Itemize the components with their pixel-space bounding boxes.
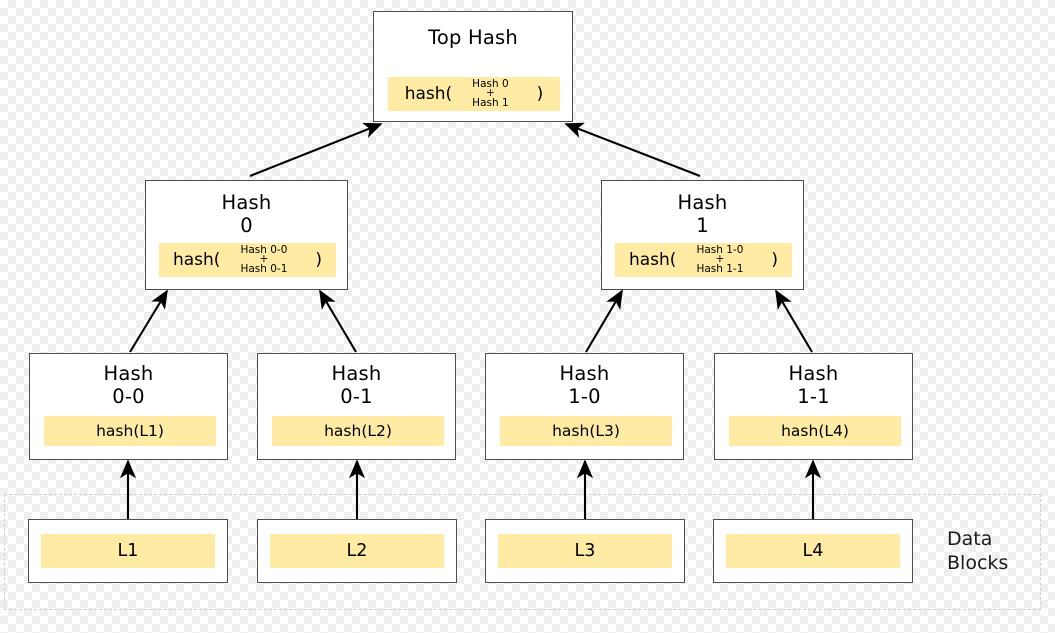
node-hash-0-0[interactable]: Hash 0-0 hash(L1) xyxy=(29,353,228,460)
hash-fn-open: hash( xyxy=(172,250,221,270)
node-top-hash-title: Top Hash xyxy=(428,26,518,49)
node-hash-0-title: Hash 0 xyxy=(221,191,272,237)
data-block-l3[interactable]: L3 xyxy=(485,519,685,583)
node-hash-1-1-expression: hash(L4) xyxy=(729,416,901,446)
edge-hash00-to-hash0 xyxy=(129,289,168,353)
hash-fn-close: ) xyxy=(771,250,779,270)
operand-top: Hash 0-0 xyxy=(240,243,288,256)
hash-operands: Hash 0 + Hash 1 xyxy=(472,77,509,109)
data-block-l2-label: L2 xyxy=(270,534,444,568)
operand-top: Hash 0 xyxy=(472,77,509,90)
node-top-hash-expression: hash( Hash 0 + Hash 1 ) xyxy=(388,77,560,111)
hash-fn-close: ) xyxy=(536,84,544,104)
operand-plus: + xyxy=(715,253,725,266)
edge-hash11-to-hash1 xyxy=(775,289,813,353)
node-hash-0-1-title: Hash 0-1 xyxy=(331,362,382,408)
data-blocks-caption: Data Blocks xyxy=(947,528,1009,574)
node-hash-0[interactable]: Hash 0 hash( Hash 0-0 + Hash 0-1 ) xyxy=(145,180,348,290)
edge-hash0-to-top xyxy=(249,122,383,177)
node-hash-1-0-expression: hash(L3) xyxy=(500,416,672,446)
hash-fn-open: hash( xyxy=(404,84,453,104)
operand-bottom: Hash 1-1 xyxy=(696,262,744,275)
node-hash-0-1-expression: hash(L2) xyxy=(272,416,444,446)
node-hash-1[interactable]: Hash 1 hash( Hash 1-0 + Hash 1-1 ) xyxy=(601,180,804,290)
hash-operands: Hash 0-0 + Hash 0-1 xyxy=(240,243,288,275)
hash-operands: Hash 1-0 + Hash 1-1 xyxy=(696,243,744,275)
data-block-l2[interactable]: L2 xyxy=(257,519,457,583)
node-top-hash[interactable]: Top Hash hash( Hash 0 + Hash 1 ) xyxy=(373,11,573,122)
edge-hash01-to-hash0 xyxy=(319,289,357,353)
node-hash-0-0-title: Hash 0-0 xyxy=(103,362,154,408)
hash-fn-close: ) xyxy=(315,250,323,270)
operand-bottom: Hash 0-1 xyxy=(240,262,288,275)
operand-bottom: Hash 1 xyxy=(472,96,509,109)
operand-plus: + xyxy=(486,87,495,100)
data-blocks-region xyxy=(4,494,1041,610)
node-hash-0-expression: hash( Hash 0-0 + Hash 0-1 ) xyxy=(159,243,336,277)
node-hash-0-0-expression: hash(L1) xyxy=(44,416,216,446)
node-hash-1-1-title: Hash 1-1 xyxy=(788,362,839,408)
data-block-l1-label: L1 xyxy=(41,534,215,568)
edge-hash1-to-top xyxy=(564,122,701,177)
node-hash-1-0[interactable]: Hash 1-0 hash(L3) xyxy=(485,353,684,460)
edge-hash10-to-hash1 xyxy=(585,289,623,353)
node-hash-1-0-title: Hash 1-0 xyxy=(559,362,610,408)
data-block-l3-label: L3 xyxy=(498,534,672,568)
node-hash-0-1[interactable]: Hash 0-1 hash(L2) xyxy=(257,353,456,460)
operand-plus: + xyxy=(259,253,269,266)
data-block-l4[interactable]: L4 xyxy=(713,519,913,583)
node-hash-1-1[interactable]: Hash 1-1 hash(L4) xyxy=(714,353,913,460)
operand-top: Hash 1-0 xyxy=(696,243,744,256)
data-block-l1[interactable]: L1 xyxy=(28,519,228,583)
hash-fn-open: hash( xyxy=(628,250,677,270)
data-block-l4-label: L4 xyxy=(726,534,900,568)
node-hash-1-expression: hash( Hash 1-0 + Hash 1-1 ) xyxy=(615,243,792,277)
node-hash-1-title: Hash 1 xyxy=(677,191,728,237)
